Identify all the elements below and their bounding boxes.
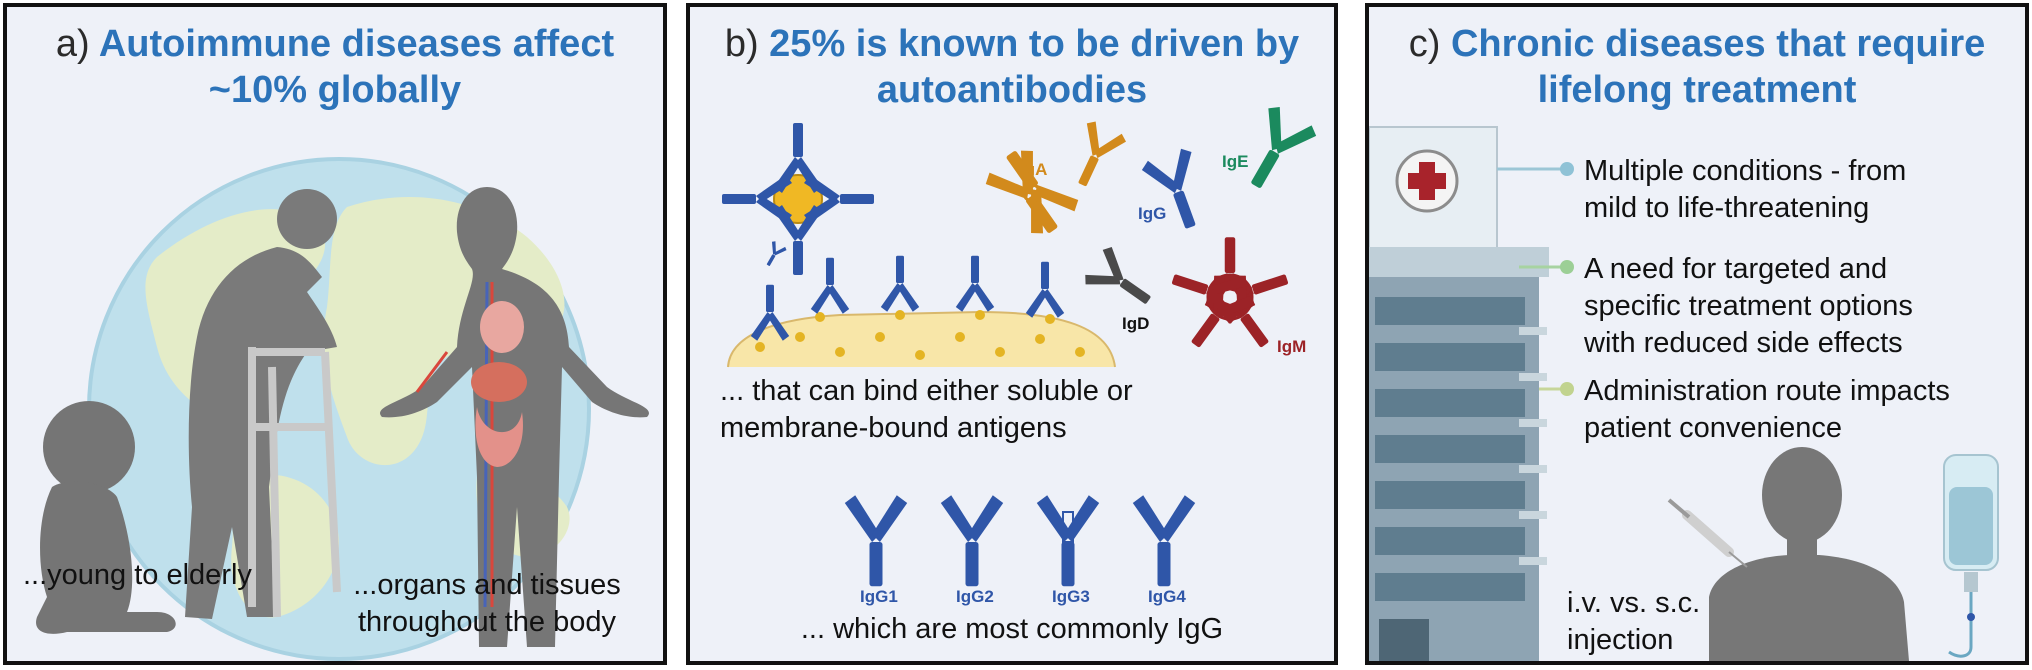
- panel-a-letter: a): [55, 23, 90, 65]
- iga-antibody-icon: [981, 118, 1129, 247]
- panel-a-title-line2: ~10% globally: [208, 69, 462, 111]
- bullet-dot-2: [1560, 260, 1574, 274]
- human-body-icon: [380, 187, 649, 647]
- panel-c: c) Chronic diseases that require lifelon…: [1365, 3, 2029, 665]
- hospital-building-icon: [1369, 126, 1549, 661]
- walker-icon: [248, 347, 341, 618]
- panel-b-illustration: IgA IgG IgE IgD IgM: [722, 102, 1320, 606]
- bullet-1-line2: mild to life-threatening: [1584, 192, 1870, 224]
- panel-b-caption1-line2: membrane-bound antigens: [720, 412, 1067, 444]
- panel-b-letter: b): [724, 23, 759, 65]
- connector-lines: [1497, 167, 1564, 391]
- panel-c-illustration: [1369, 126, 1999, 661]
- panel-c-title-line1: Chronic diseases that require: [1450, 23, 1986, 65]
- igg-label: IgG: [1138, 204, 1166, 223]
- igg2-label: IgG2: [956, 587, 994, 606]
- igg1-label: IgG1: [860, 587, 898, 606]
- panel-c-title: c) Chronic diseases that require lifelon…: [1369, 21, 2025, 113]
- igg4-label: IgG4: [1148, 587, 1186, 606]
- panel-a-caption-right-line2: throughout the body: [358, 606, 616, 638]
- panel-a: a) Autoimmune diseases affect ~10% globa…: [3, 3, 667, 665]
- panel-b-caption2: ... which are most commonly IgG: [800, 613, 1224, 645]
- patient-icon: [1709, 447, 1909, 661]
- panel-b-title: b) 25% is known to be driven by autoanti…: [690, 21, 1334, 113]
- bullet-2: A need for targeted and specific treatme…: [1584, 251, 1913, 362]
- igd-label: IgD: [1122, 314, 1149, 333]
- injection-caption: i.v. vs. s.c. injection: [1567, 585, 1700, 659]
- bullet-3: Administration route impacts patient con…: [1584, 373, 1950, 447]
- syringe-icon: [1667, 498, 1748, 568]
- injection-caption-line1: i.v. vs. s.c.: [1567, 587, 1701, 619]
- panel-c-letter: c): [1408, 23, 1441, 65]
- panel-a-caption-left: ...young to elderly: [23, 559, 252, 591]
- bullet-2-line2: specific treatment options: [1584, 290, 1913, 322]
- bullet-1: Multiple conditions - from mild to life-…: [1584, 153, 1906, 227]
- soluble-antigen-complex-icon: [722, 123, 874, 275]
- igm-label: IgM: [1277, 337, 1306, 356]
- panel-a-title-line1: Autoimmune diseases affect: [98, 23, 615, 65]
- membrane-antigens-icon: [727, 255, 1116, 368]
- panel-b-title-line1: 25% is known to be driven by: [769, 23, 1300, 65]
- igg2-icon: [940, 495, 1004, 587]
- bullet-2-line1: A need for targeted and: [1584, 253, 1888, 285]
- bullet-dot-3: [1560, 382, 1574, 396]
- igm-antibody-icon: [1165, 237, 1295, 360]
- baby-icon: [36, 401, 176, 634]
- bullet-dot-1: [1560, 162, 1574, 176]
- ige-label: IgE: [1222, 152, 1248, 171]
- panel-a-title: a) Autoimmune diseases affect ~10% globa…: [7, 21, 663, 113]
- igg1-icon: [844, 495, 908, 587]
- panel-a-caption-right: ...organs and tissues throughout the bod…: [317, 567, 657, 641]
- panel-a-caption-right-line1: ...organs and tissues: [353, 569, 621, 601]
- bullet-1-line1: Multiple conditions - from: [1584, 155, 1907, 187]
- panel-a-illustration: [36, 157, 649, 661]
- iga-label: IgA: [1020, 160, 1047, 179]
- bullet-3-line2: patient convenience: [1584, 412, 1842, 444]
- panel-b: b) 25% is known to be driven by autoanti…: [686, 3, 1338, 665]
- bullet-3-line1: Administration route impacts: [1584, 375, 1950, 407]
- igg4-icon: [1132, 495, 1196, 587]
- panel-b-caption1: ... that can bind either soluble or memb…: [720, 373, 1133, 447]
- igd-antibody-icon: [1080, 243, 1162, 320]
- injection-caption-line2: injection: [1567, 624, 1674, 656]
- igg3-label: IgG3: [1052, 587, 1090, 606]
- bullet-2-line3: with reduced side effects: [1584, 327, 1903, 359]
- ige-antibody-icon: [1231, 102, 1320, 200]
- panel-c-title-line2: lifelong treatment: [1537, 69, 1857, 111]
- panel-b-caption1-line1: ... that can bind either soluble or: [720, 375, 1133, 407]
- igg3-icon: [1036, 495, 1100, 587]
- panel-b-title-line2: autoantibodies: [876, 69, 1148, 111]
- elderly-person-icon: [185, 189, 337, 619]
- iv-bag-icon: [1943, 454, 1999, 658]
